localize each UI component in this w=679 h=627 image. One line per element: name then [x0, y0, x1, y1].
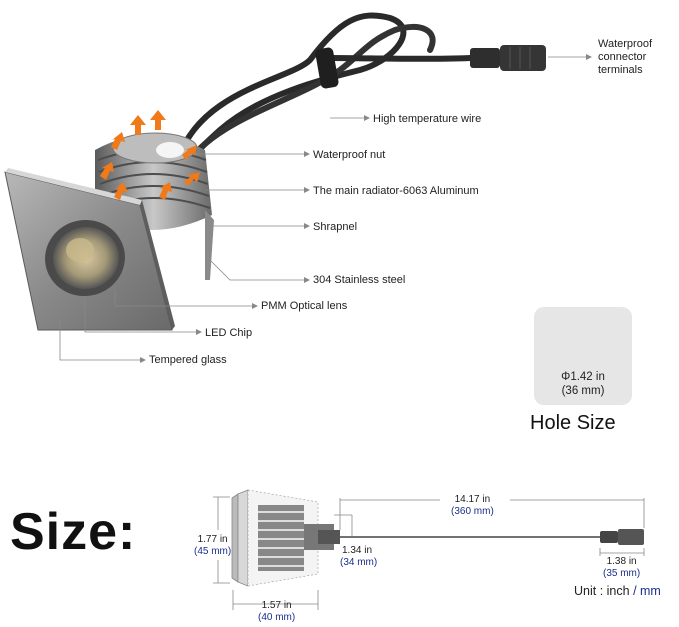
unit-legend: Unit : inch / mm: [574, 584, 661, 598]
dim-connector-in: 1.38 in: [606, 556, 637, 567]
unit-separator: /: [629, 584, 641, 598]
callout-shrapnel: Shrapnel: [313, 221, 358, 233]
dim-connector: 1.38 in (35 mm): [603, 556, 640, 580]
hole-diameter-in: Φ1.42 in: [561, 371, 605, 383]
leader-lines: [59, 56, 586, 361]
dim-cable-mm: (360 mm): [451, 506, 494, 517]
callout-tempered-glass: Tempered glass: [149, 354, 227, 366]
cable: [175, 12, 407, 173]
dim-height-mm: (45 mm): [194, 546, 232, 557]
dim-body-width: 1.57 in (40 mm): [258, 600, 295, 624]
unit-inch: Unit : inch: [574, 584, 630, 598]
hole-diameter-mm: (36 mm): [561, 385, 605, 397]
callout-stainless-steel: 304 Stainless steel: [313, 274, 406, 286]
dim-body-width-in: 1.57 in: [261, 600, 292, 611]
dim-body-width-mm: (40 mm): [258, 612, 296, 623]
callout-pmm-lens: PMM Optical lens: [261, 300, 348, 312]
callout-waterproof-nut: Waterproof nut: [313, 149, 386, 161]
dim-height: 1.77 in (45 mm): [194, 534, 231, 558]
callout-main-radiator: The main radiator-6063 Aluminum: [313, 185, 479, 197]
heat-arrows: [100, 110, 200, 200]
dimension-drawing: [213, 489, 645, 610]
callout-led-chip: LED Chip: [205, 327, 253, 339]
dim-cable-in: 14.17 in: [454, 494, 491, 505]
size-title: Size:: [10, 503, 137, 561]
dim-body-depth-in: 1.34 in: [342, 545, 373, 556]
dim-cable: 14.17 in (360 mm): [451, 494, 494, 518]
unit-mm: mm: [640, 584, 661, 598]
dim-connector-mm: (35 mm): [603, 568, 641, 579]
dim-body-depth-mm: (34 mm): [340, 557, 378, 568]
hole-size-panel: Φ1.42 in (36 mm): [534, 307, 632, 405]
hole-size-title: Hole Size: [530, 412, 616, 434]
dim-height-in: 1.77 in: [197, 534, 228, 545]
connector-terminal: [470, 48, 500, 68]
dim-body-depth: 1.34 in (34 mm): [340, 545, 377, 569]
callout-high-temp-wire: High temperature wire: [373, 113, 482, 125]
callout-waterproof-connector: Waterproof connector terminals: [598, 38, 653, 76]
